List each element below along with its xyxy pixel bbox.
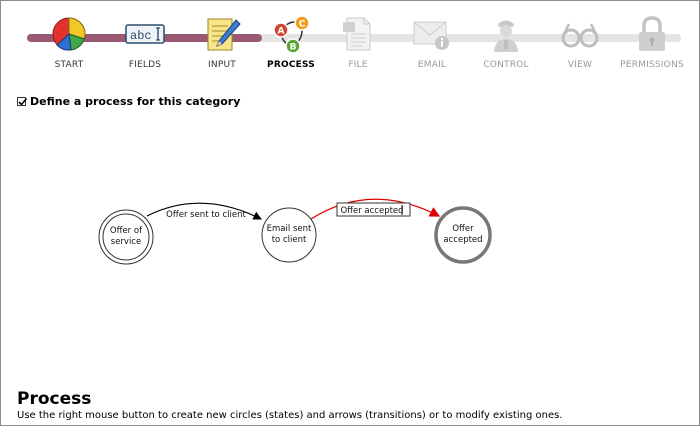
transition-label[interactable]: Offer accepted xyxy=(340,206,403,216)
svg-text:C: C xyxy=(299,20,306,30)
text-field-icon: abc xyxy=(125,24,165,44)
state-label: to client xyxy=(272,235,307,245)
process-nodes-icon: A C B xyxy=(273,15,310,54)
wizard-step-view[interactable]: VIEW xyxy=(541,1,619,79)
svg-text:abc: abc xyxy=(130,29,152,43)
wizard-step-start[interactable]: START xyxy=(30,1,108,79)
state-label: Offer xyxy=(452,224,474,234)
wizard-step-control[interactable]: CONTROL xyxy=(467,1,545,79)
wizard-step-process[interactable]: A C B PROCESS xyxy=(252,1,330,79)
state-node[interactable]: Offer of service xyxy=(98,209,154,265)
wizard-step-label: FILE xyxy=(348,60,368,70)
wizard-step-input[interactable]: INPUT xyxy=(183,1,261,79)
define-process-label: Define a process for this category xyxy=(30,94,241,108)
process-diagram[interactable]: Offer sent to client Offer accepted Offe… xyxy=(1,111,699,381)
document-icon xyxy=(343,17,371,51)
wizard-step-file[interactable]: FILE xyxy=(319,1,397,79)
transition-label[interactable]: Offer sent to client xyxy=(166,210,246,220)
transition-label-box[interactable] xyxy=(336,202,411,217)
state-label: service xyxy=(111,237,141,247)
wizard-step-label: FIELDS xyxy=(128,60,162,70)
wizard-step-label: CONTROL xyxy=(483,60,529,70)
define-process-toggle[interactable]: Define a process for this category xyxy=(17,94,240,108)
wizard-step-label: PROCESS xyxy=(267,60,315,70)
notepad-pencil-icon xyxy=(207,18,241,51)
wizard-step-email[interactable]: EMAIL xyxy=(393,1,471,79)
wizard-step-label: START xyxy=(54,60,84,70)
define-process-checkbox[interactable] xyxy=(17,96,28,106)
state-label: Email sent xyxy=(267,224,312,234)
transition-arrow-selected[interactable] xyxy=(310,198,441,220)
glasses-icon xyxy=(561,23,599,48)
state-node[interactable]: Offer accepted xyxy=(434,206,492,264)
wizard-steps: START abc FIELDS INPUT xyxy=(1,1,699,79)
email-icon xyxy=(413,21,449,50)
wizard-step-label: EMAIL xyxy=(417,60,447,70)
pie-chart-icon xyxy=(52,17,86,51)
controller-person-icon xyxy=(494,20,518,52)
checkmark-icon xyxy=(18,97,28,106)
svg-text:A: A xyxy=(278,27,285,37)
wizard-step-fields[interactable]: abc FIELDS xyxy=(106,1,184,79)
wizard-step-permissions[interactable]: PERMISSIONS xyxy=(613,1,691,79)
state-label: accepted xyxy=(443,235,482,245)
transition-arrow[interactable] xyxy=(146,202,262,220)
state-node[interactable]: Email sent to client xyxy=(261,207,317,263)
padlock-icon xyxy=(639,16,665,51)
wizard-step-label: VIEW xyxy=(567,60,593,70)
wizard-step-label: PERMISSIONS xyxy=(620,60,684,70)
help-text: Use the right mouse button to create new… xyxy=(17,410,563,421)
wizard-step-label: INPUT xyxy=(208,60,236,70)
svg-text:B: B xyxy=(290,43,297,53)
section-title: Process xyxy=(17,389,92,409)
state-label: Offer of xyxy=(110,226,143,236)
